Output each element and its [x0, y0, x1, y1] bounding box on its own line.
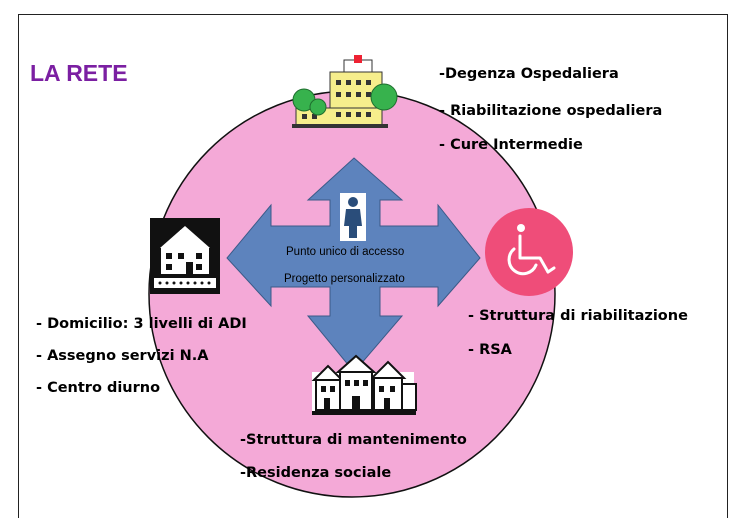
- hospital-icon: [292, 55, 398, 128]
- wheelchair-icon: [485, 208, 573, 296]
- right-list-item: - RSA: [468, 342, 512, 358]
- house-icon: [150, 218, 220, 294]
- person-icon: [340, 193, 366, 241]
- top-list-item: - Cure Intermedie: [439, 137, 583, 153]
- top-list-item: -Degenza Ospedaliera: [439, 66, 619, 82]
- center-label-project: Progetto personalizzato: [284, 273, 405, 285]
- left-list-item: - Assegno servizi N.A: [36, 348, 209, 364]
- houses-icon: [311, 354, 417, 415]
- left-list-item: - Domicilio: 3 livelli di ADI: [36, 316, 247, 332]
- top-list-item: - Riabilitazione ospedaliera: [439, 103, 663, 119]
- left-list-item: - Centro diurno: [36, 380, 161, 396]
- bottom-list-item: -Residenza sociale: [240, 465, 392, 481]
- right-list-item: - Struttura di riabilitazione: [468, 308, 688, 324]
- center-label-access: Punto unico di accesso: [286, 246, 405, 258]
- bottom-list-item: -Struttura di mantenimento: [240, 432, 467, 448]
- slide-title: LA RETE: [30, 60, 128, 86]
